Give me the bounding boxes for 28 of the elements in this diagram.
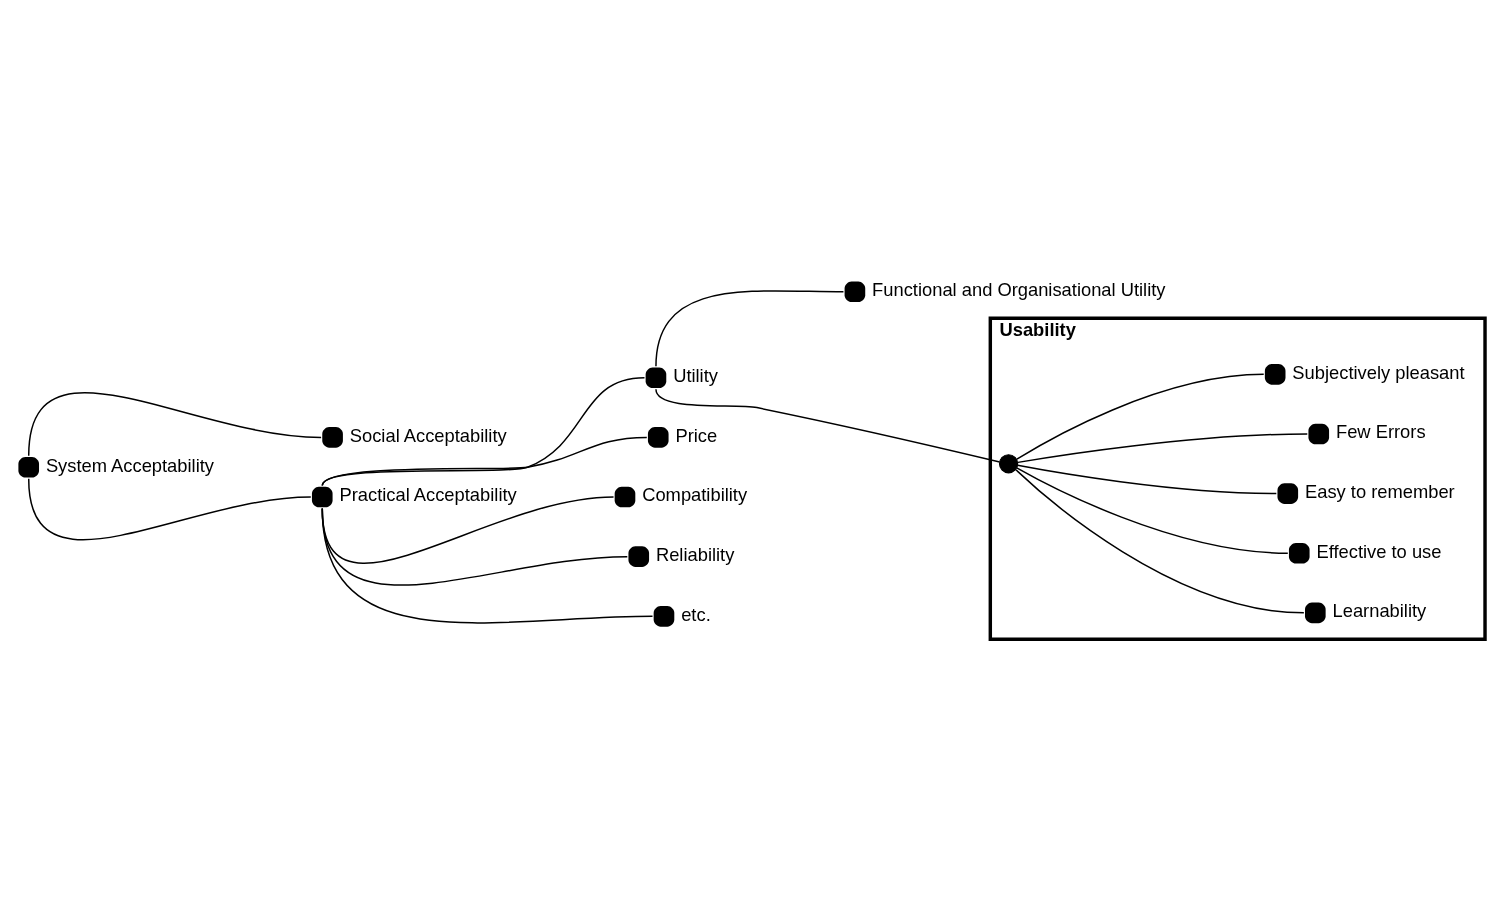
connector [1016,373,1265,460]
connector [1016,464,1278,494]
connector [321,376,646,486]
node-label: etc. [681,603,711,625]
node-label: Utility [673,364,718,386]
node-label: Practical Acceptability [339,483,517,505]
node-label: System Acceptability [45,454,214,476]
node-label: Few Errors [1335,420,1426,442]
node-label: Subjectively pleasant [1292,361,1465,383]
connector [27,477,312,540]
connector [321,495,615,564]
connector [321,436,648,486]
node-label: Reliability [655,543,735,565]
node-label: Social Acceptability [349,424,507,446]
connector [1015,468,1305,614]
connector [27,391,322,456]
node-label: Easy to remember [1304,480,1455,502]
node-label: Price [675,424,718,446]
node-label: Effective to use [1316,540,1442,562]
connector [1017,432,1309,463]
node-label: Compatibility [642,483,748,505]
connector [321,507,654,623]
node-label: Functional and Organisational Utility [872,278,1166,300]
connector [655,289,845,367]
connector [655,388,1001,463]
node-label: Learnability [1332,599,1427,621]
node-circle [998,453,1019,473]
connector [1016,466,1289,554]
